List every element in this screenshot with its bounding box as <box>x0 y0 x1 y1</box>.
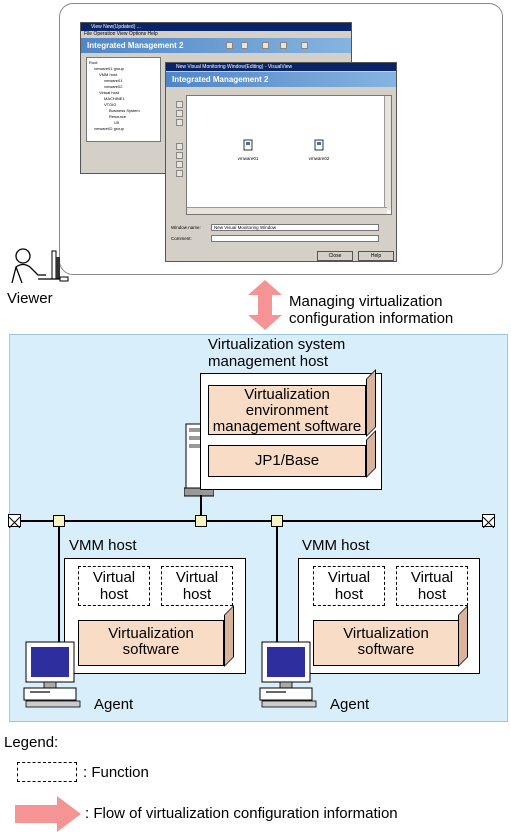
vmware01-node[interactable]: vmware01 <box>233 138 263 161</box>
virt-software-depth <box>458 605 468 667</box>
edit-tool-button[interactable] <box>176 170 183 177</box>
tree-item[interactable]: U5 <box>114 120 120 125</box>
tree-item[interactable]: MACHINE1 <box>104 96 125 101</box>
toolbar-button[interactable] <box>262 42 269 49</box>
tree-item[interactable]: VTOIG <box>104 102 117 107</box>
edit-tool-button[interactable] <box>176 161 183 168</box>
viewer-banner: Integrated Management 2 <box>81 38 351 53</box>
virtual-host: Virtual host <box>396 566 468 606</box>
edit-tool-button[interactable] <box>176 110 183 117</box>
agent-label: Agent <box>330 696 370 713</box>
network-terminator <box>8 514 21 529</box>
vmm1-link <box>58 521 60 656</box>
terminator-x-icon <box>8 516 21 529</box>
virtualization-software-box: Virtualization software <box>313 620 459 666</box>
tree-item[interactable]: Root <box>89 60 98 65</box>
tree-item[interactable]: vmware01 <box>104 78 123 83</box>
vmm-host-title: VMM host <box>69 537 137 554</box>
viewer-label: Viewer <box>7 290 53 307</box>
viewer-menu-bar[interactable]: File Operation View Options Help <box>84 31 158 37</box>
env-software-label: Virtualization environment management so… <box>212 386 362 435</box>
mgmt-link <box>200 495 202 520</box>
toolbar-button[interactable] <box>301 42 308 49</box>
env-management-software: Virtualization environment management so… <box>208 385 366 435</box>
agent-label: Agent <box>94 696 134 713</box>
legend-function-swatch <box>17 762 77 782</box>
network-node <box>271 515 283 527</box>
network-node <box>195 515 207 527</box>
editor-banner: Integrated Management 2 <box>166 72 396 87</box>
virtual-host: Virtual host <box>313 566 385 606</box>
jp1-base-box: JP1/Base <box>208 445 366 477</box>
virtual-host: Virtual host <box>161 566 233 606</box>
vmware02-node[interactable]: vmware02 <box>304 138 334 161</box>
window-name-field[interactable]: New Visual Monitoring Window <box>211 224 379 231</box>
virtualization-software-box: Virtualization software <box>78 620 224 666</box>
virtual-host-label: Virtual host <box>92 569 136 603</box>
tree-item[interactable]: vmware02 group <box>94 126 124 131</box>
tree-item[interactable]: vmware01 group <box>94 66 124 71</box>
vertical-scrollbar[interactable] <box>384 96 391 210</box>
flow-label: Managing virtualization configuration in… <box>289 293 454 327</box>
node-label: vmware02 <box>308 156 330 161</box>
window-name-label: Window name: <box>171 225 201 230</box>
network-node <box>53 515 65 527</box>
virtualization-software-label: Virtualization software <box>343 625 429 658</box>
agent-computer-icon <box>259 641 317 708</box>
toolbar-button[interactable] <box>226 42 233 49</box>
edit-tool-button[interactable] <box>176 143 183 150</box>
toolbar-button[interactable] <box>280 42 287 49</box>
virtual-host: Virtual host <box>78 566 150 606</box>
vmm-host-title: VMM host <box>302 537 370 554</box>
virtual-host-label: Virtual host <box>327 569 371 603</box>
terminator-x-icon <box>482 516 495 529</box>
virtualization-software-label: Virtualization software <box>108 625 194 658</box>
close-button[interactable]: Close <box>317 251 353 261</box>
legend-function-text: : Function <box>83 764 149 781</box>
jp1-base-label: JP1/Base <box>254 452 320 469</box>
virt-software-depth <box>224 605 234 667</box>
tree-item[interactable]: Virtual host <box>99 90 119 95</box>
tree-item[interactable]: Business System <box>109 108 140 113</box>
edit-tool-button[interactable] <box>176 101 183 108</box>
flow-arrow <box>248 280 282 330</box>
viewer-title-bar: View New(Updated) ... <box>81 23 351 31</box>
comment-label: Comment: <box>171 236 192 241</box>
edit-tool-button[interactable] <box>176 152 183 159</box>
edit-tool-button[interactable] <box>176 119 183 126</box>
editor-window: New Visual Monitoring Window(Editing) - … <box>165 62 397 262</box>
toolbar-button[interactable] <box>241 42 248 49</box>
legend-flow-arrow-icon <box>15 796 81 832</box>
host-icon <box>243 139 253 151</box>
env-software-depth <box>366 369 376 437</box>
tree-item[interactable]: VMM host <box>99 72 118 77</box>
legend-flow-text: : Flow of virtualization configuration i… <box>85 805 398 822</box>
agent-computer-icon <box>23 641 81 708</box>
virtual-host-label: Virtual host <box>175 569 219 603</box>
node-label: vmware01 <box>237 156 259 161</box>
editor-canvas[interactable]: vmware01 vmware02 <box>186 95 392 215</box>
network-line <box>20 520 490 522</box>
management-host-title: Virtualization system management host <box>208 336 346 370</box>
editor-title-bar: New Visual Monitoring Window(Editing) - … <box>166 63 396 71</box>
tree-item[interactable]: Resource <box>109 114 127 119</box>
network-terminator <box>482 514 495 529</box>
comment-field[interactable] <box>211 235 379 242</box>
legend-title: Legend: <box>4 734 59 751</box>
virtual-host-label: Virtual host <box>410 569 454 603</box>
tree-item[interactable]: vmware02 <box>104 84 123 89</box>
vmm2-link <box>276 521 278 656</box>
host-icon <box>314 139 324 151</box>
horizontal-scrollbar[interactable] <box>187 207 387 214</box>
viewer-person-icon <box>11 248 69 284</box>
help-button[interactable]: Help <box>358 251 394 261</box>
